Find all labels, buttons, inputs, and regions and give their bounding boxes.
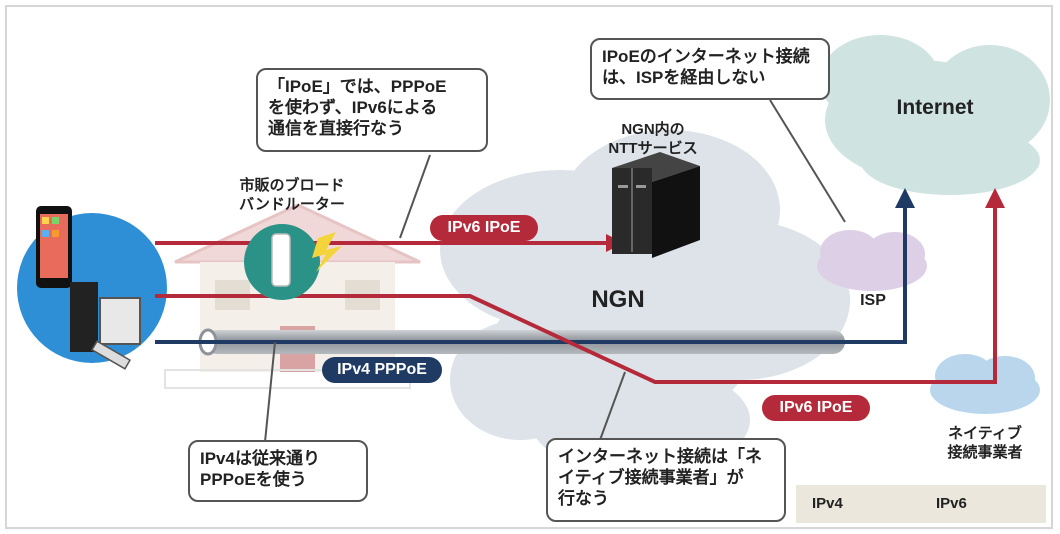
callout-ipoe-line: 通信を直接行なう [268,119,404,138]
internet-label: Internet [896,96,974,119]
ipv4-pppoe-badge: IPv4 PPPoE [322,357,442,383]
callout-isp: IPoEのインターネット接続 は、ISPを経由しない [590,38,830,100]
ipv4-path [155,205,907,344]
callout-ipoe: 「IPoE」では、PPPoE を使わず、IPv6による 通信を直接行なう [256,68,488,152]
router-label: 市販のブロード バンドルーター [239,177,345,213]
callout-ipv4-line: PPPoEを使う [200,470,307,489]
ipv6-ipoe-badge-bottom: IPv6 IPoE [762,395,870,421]
isp-cloud [817,230,927,291]
native-provider-cloud [930,354,1040,414]
ipv6-arrowhead-internet [985,188,1005,208]
callout-native-line: イティブ接続事業者」が [558,468,744,487]
frame [5,5,1053,529]
server-rack-icon [612,152,700,258]
callout-ipv4: IPv4は従来通り PPPoEを使う [188,440,368,502]
isp-label: ISP [860,292,886,309]
ntt-service-label: NGN内の NTTサービス [608,121,698,157]
router-icon [244,224,342,300]
callout-ipoe-line: 「IPoE」では、PPPoE [268,77,447,96]
callout-native: インターネット接続は「ネ イティブ接続事業者」が 行なう [546,438,786,522]
ipv4-arrowhead [895,188,915,208]
user-devices [17,206,167,370]
callout-ipoe-line: を使わず、IPv6による [268,98,438,117]
legend-ipv6-label: IPv6 [936,495,967,512]
callout-tail-native [599,371,626,441]
ngn-label: NGN [591,286,645,313]
callout-tail-ipv4 [264,341,276,443]
callout-isp-line: IPoEのインターネット接続 [602,47,810,66]
callout-isp-line: は、ISPを経由しない [602,68,766,87]
native-provider-label: ネイティブ 接続事業者 [947,425,1023,461]
callout-tail-ipoe [399,154,431,239]
callout-native-line: インターネット接続は「ネ [558,447,762,466]
legend: IPv4 IPv6 [796,485,1046,523]
callout-native-line: 行なう [558,489,609,508]
callout-tail-isp [769,99,846,223]
ipv6-path-internet [155,205,997,384]
callout-ipv4-line: IPv4は従来通り [200,449,320,468]
ipv6-ipoe-badge-top: IPv6 IPoE [430,215,538,241]
legend-ipv4-label: IPv4 [812,495,843,512]
internet-cloud [820,35,1050,195]
